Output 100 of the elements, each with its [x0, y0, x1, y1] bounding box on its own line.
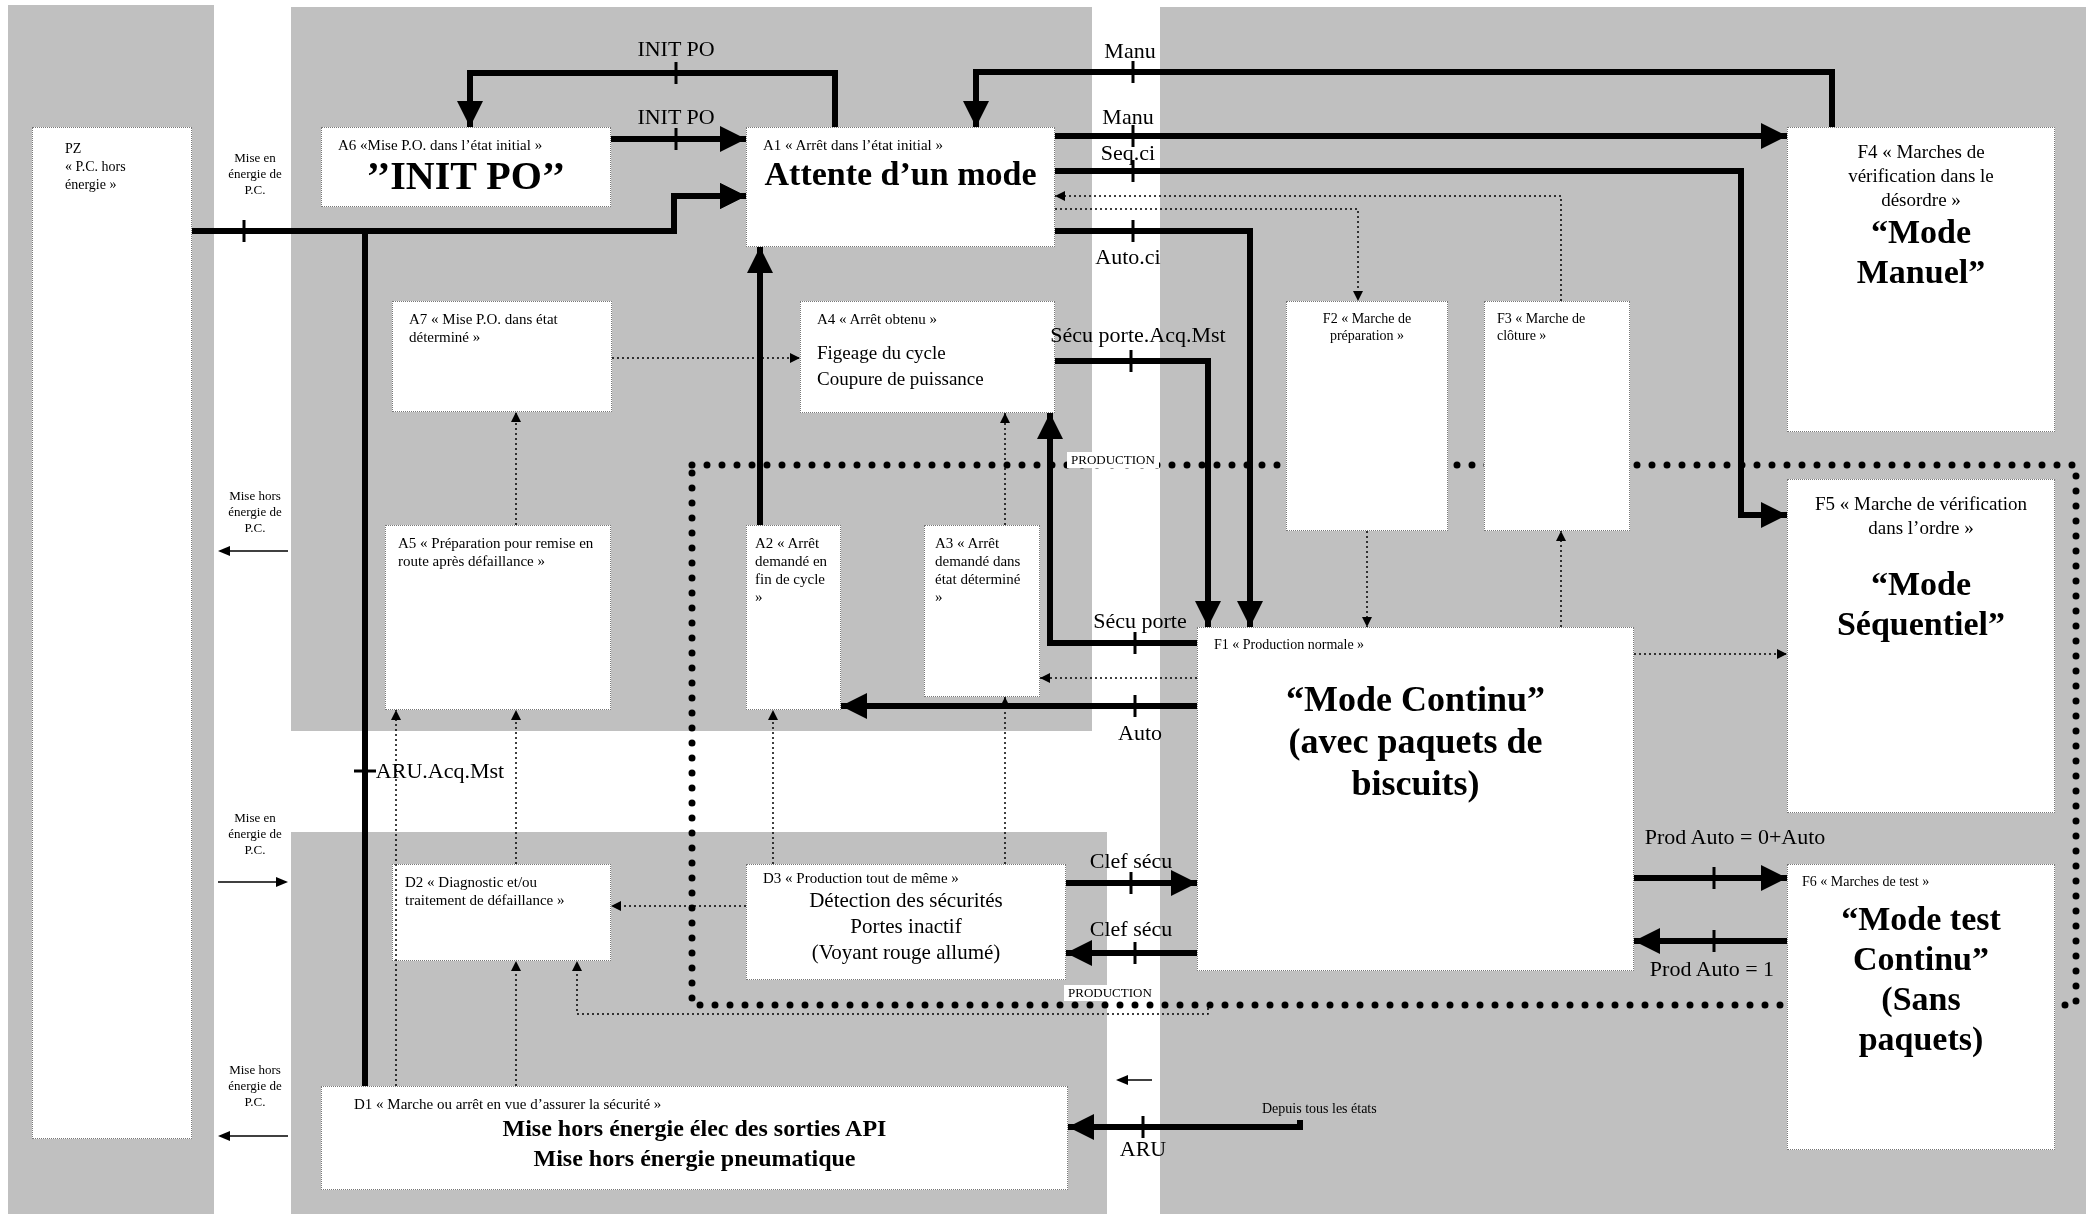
state-label: F6 « Marches de test » [1802, 873, 1931, 891]
arrow [1055, 228, 1263, 627]
state-box [746, 864, 1066, 980]
transition-label: Manu [1102, 104, 1154, 130]
arrow [1054, 208, 1363, 302]
state-description: “Mode Continu” [1285, 678, 1546, 720]
arrow [511, 709, 521, 865]
state-box [1787, 864, 2055, 1150]
arrow [1037, 413, 1197, 646]
arrow [1054, 191, 1562, 302]
arrow [391, 709, 401, 1087]
state-description: “Mode Manuel” [1855, 212, 1987, 292]
state-description: (avec paquets de biscuits) [1287, 720, 1544, 804]
transition-label: Sécu porte.Acq.Mst [1050, 322, 1226, 348]
arrow [1634, 865, 1787, 891]
zone-label: Mise hors énergie de P.C. [227, 1062, 283, 1110]
arrow [457, 70, 838, 127]
arrow [610, 901, 747, 911]
state-label: A4 « Arrêt obtenu » [817, 310, 938, 328]
transition-label: Prod Auto = 0+Auto [1644, 824, 1826, 850]
state-box [32, 127, 192, 1139]
transition-label: Sécu porte [1093, 608, 1187, 634]
transition-label: ARU.Acq.Mst [375, 758, 505, 784]
state-description: “Mode Séquentiel” [1835, 564, 2007, 644]
source-label: Depuis tous les états [1262, 1100, 1412, 1120]
state-label: A5 « Préparation pour remise en route après défaillance » [398, 534, 595, 570]
transition-label: Manu [1104, 38, 1156, 64]
state-box [392, 864, 611, 961]
arrow [1066, 940, 1197, 966]
zone-label: Mise en énergie de P.C. [227, 810, 283, 858]
state-description: Attente d’un mode [763, 154, 1038, 194]
state-description: Détection des sécurités [808, 887, 1004, 913]
arrow [572, 960, 1209, 1015]
transition-label: Clef sécu [1089, 848, 1173, 874]
state-box [385, 525, 611, 710]
state-box [1787, 479, 2055, 813]
transition-label: INIT PO [637, 36, 715, 62]
state-description: (Sans paquets) [1857, 979, 1985, 1059]
state-box [1787, 127, 2055, 432]
state-description: Mise hors énergie élec des sorties API [501, 1114, 888, 1143]
zone-label: Mise en énergie de P.C. [227, 150, 283, 198]
state-description: ’’INIT PO’’ [365, 154, 567, 198]
state-box [1286, 301, 1448, 531]
state-description: Figeage du cycle [817, 341, 947, 365]
arrow [1055, 123, 1787, 149]
arrow [1055, 168, 1787, 528]
state-box [924, 525, 1040, 697]
state-label: F3 « Marche de clôture » [1497, 310, 1587, 344]
state-label: F2 « Marche de préparation » [1321, 310, 1413, 344]
transition-label: Seq.ci [1100, 140, 1156, 166]
arrow [1068, 1114, 1303, 1140]
state-label: D1 « Marche ou arrêt en vue d’assurer la sécurité » [354, 1095, 663, 1113]
state-label: A7 « Mise P.O. dans état déterminé » [409, 310, 559, 346]
transition-label: Prod Auto = 1 [1649, 956, 1775, 982]
state-label: F5 « Marche de vérification dans l’ordre » [1813, 492, 2029, 540]
arrow [1039, 673, 1198, 683]
arrow [1633, 649, 1788, 659]
state-box [321, 1086, 1068, 1190]
state-label: F4 « Marches de vérification dans le désordre » [1847, 140, 1995, 212]
arrow [1055, 358, 1221, 627]
state-box [321, 127, 611, 207]
arrow [511, 960, 521, 1087]
state-box [1197, 627, 1634, 971]
state-description: Portes inactif [849, 913, 963, 939]
state-label: PZ [65, 140, 83, 158]
state-label: D3 « Production tout de même » [763, 869, 960, 887]
transition-label: Clef sécu [1089, 916, 1173, 942]
state-label: A3 « Arrêt demandé dans état déterminé » [935, 534, 1022, 606]
state-label: A1 « Arrêt dans l’état initial » [763, 136, 944, 154]
state-box [746, 127, 1055, 247]
state-description: « P.C. hors énergie » [65, 158, 127, 194]
state-box [392, 301, 612, 412]
state-label: F1 « Production normale » [1214, 636, 1366, 654]
transition-label: INIT PO [637, 104, 715, 130]
arrow [1362, 530, 1372, 628]
zone-label: PRODUCTION [1067, 452, 1159, 468]
arrow [1556, 530, 1566, 628]
arrow [963, 69, 1835, 127]
state-label: A6 «Mise P.O. dans l’état initial » [338, 136, 544, 154]
arrow [1634, 928, 1787, 954]
transition-label: Auto [1118, 720, 1162, 746]
state-label: D2 « Diagnostic et/ou traitement de défaillance » [405, 873, 566, 909]
arrow [611, 126, 746, 152]
arrow [1000, 696, 1010, 865]
arrow [1000, 412, 1010, 526]
state-description: Coupure de puissance [817, 367, 985, 391]
arrow [1066, 870, 1197, 896]
state-box [746, 525, 841, 710]
arrow [611, 353, 801, 363]
state-box [1484, 301, 1630, 531]
transition-label: ARU [1119, 1136, 1167, 1162]
arrow [768, 709, 778, 865]
state-description: Mise hors énergie pneumatique [532, 1144, 857, 1173]
arrow [841, 693, 1197, 719]
state-label: A2 « Arrêt demandé en fin de cycle » [755, 534, 829, 606]
transition-label: Auto.ci [1095, 244, 1161, 270]
state-description: (Voyant rouge allumé) [810, 939, 1002, 965]
zone-label: Mise hors énergie de P.C. [227, 488, 283, 536]
state-description: “Mode test Continu” [1840, 899, 2002, 979]
arrow [747, 247, 773, 525]
